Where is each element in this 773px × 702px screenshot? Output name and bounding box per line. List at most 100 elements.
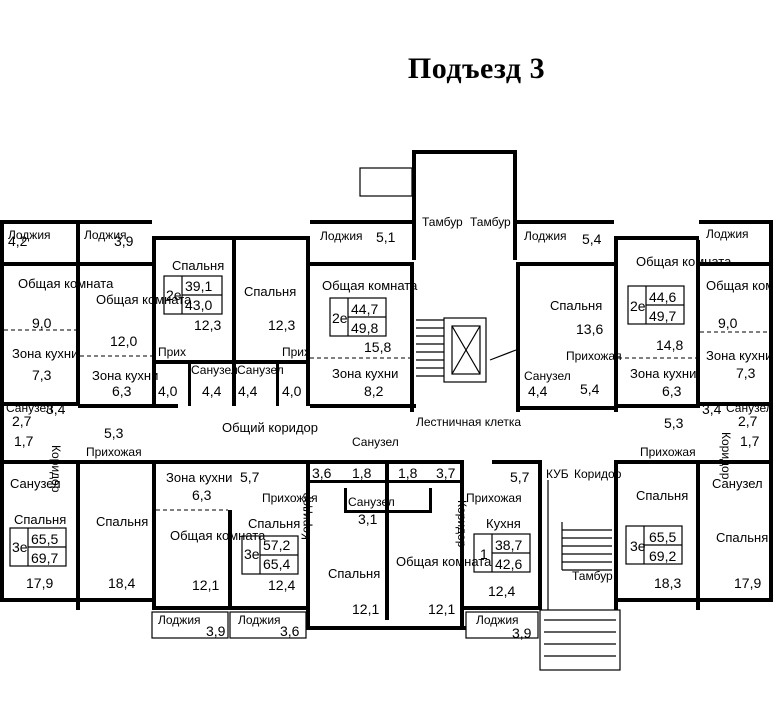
hall-5-label: Прихожая (640, 445, 696, 459)
loggia-g-area: 3,6 (280, 623, 300, 639)
apt-3-rooms: 2е (332, 310, 348, 326)
kitchen-zone-5-label: Зона кухни (706, 348, 772, 363)
apt-6-rooms: 3е (244, 546, 260, 562)
bath-9-label: Санузел (348, 495, 395, 509)
bedroom-6-label: Спальня (636, 488, 688, 503)
bath-8-label: Санузел (352, 435, 399, 449)
apt-5-area1: 65,5 (649, 529, 676, 545)
area-3-7: 3,7 (436, 465, 456, 481)
loggia-f-label: Лоджия (158, 613, 201, 627)
kitchen-zone-1-label: Зона кухни (12, 346, 78, 361)
room-labels: Лоджия 4,2 Лоджия 3,9 Общая комната 9,0 … (6, 215, 773, 641)
apt-1-area1: 65,5 (31, 531, 58, 547)
hall-2-label: Прих (158, 345, 186, 359)
kub-label: КУБ (546, 467, 569, 481)
loggia-a-label: Лоджия (8, 228, 51, 242)
kitchen-zone-3-label: Зона кухни (332, 366, 398, 381)
loggia-d-area: 5,4 (582, 231, 602, 247)
entrance-stairs (539, 480, 621, 671)
kitchen-zone-5-area: 7,3 (736, 365, 756, 381)
hall-1-label: Прихожая (86, 445, 142, 459)
apt-4-area2: 49,7 (649, 308, 676, 324)
loggia-b-area: 3,9 (114, 233, 134, 249)
corridor-v3-label: Коридор (299, 492, 313, 540)
area-1-8-b: 1,8 (398, 465, 418, 481)
common-room-6-label: Общая комната (170, 528, 266, 543)
vestibule-3-label: Тамбур (572, 569, 613, 583)
common-room-4-area: 14,8 (656, 337, 683, 353)
common-room-7-area: 12,1 (428, 601, 455, 617)
common-room-6-area: 12,1 (192, 577, 219, 593)
apt-7-area2: 42,6 (495, 556, 522, 572)
hall-4-label: Прихожая (566, 349, 622, 363)
kitchen-zone-1-area: 7,3 (32, 367, 52, 383)
apt-4-rooms: 2е (630, 298, 646, 314)
apt-1-rooms: 3е (12, 539, 28, 555)
common-room-2-area: 12,0 (110, 333, 137, 349)
loggia-a-area: 4,2 (8, 233, 28, 249)
bedroom-8-label: Спальня (248, 516, 300, 531)
bath-7-label: Санузел (712, 476, 763, 491)
bath-1-area: 2,7 (12, 413, 32, 429)
bath-6-label: Санузел (726, 401, 773, 415)
common-room-3-area: 15,8 (364, 339, 391, 355)
apt-5-area2: 69,2 (649, 548, 676, 564)
bath-6b-area: 1,7 (740, 433, 760, 449)
kitchen-zone-6-area: 6,3 (192, 487, 212, 503)
common-room-5-label: Общая комната (706, 278, 773, 293)
bedroom-8-area: 12,4 (268, 577, 295, 593)
area-5-7-a: 5,7 (240, 469, 260, 485)
bedroom-1-area: 17,9 (26, 575, 53, 591)
apt-6-area1: 57,2 (263, 537, 290, 553)
bath-5-area: 4,4 (528, 383, 548, 399)
bedroom-2-label: Спальня (96, 514, 148, 529)
apt-1-area2: 69,7 (31, 550, 58, 566)
kitchen-area: 12,4 (488, 583, 515, 599)
common-room-5-area: 9,0 (718, 315, 738, 331)
area-4-0-a: 4,0 (158, 383, 178, 399)
apt-3-area2: 49,8 (351, 320, 378, 336)
apt-4-area1: 44,6 (649, 289, 676, 305)
loggia-f-area: 3,9 (206, 623, 226, 639)
walls (0, 150, 773, 639)
bedroom-5-label: Спальня (550, 298, 602, 313)
bedroom-2-area: 18,4 (108, 575, 135, 591)
common-room-7-label: Общая комната (396, 554, 492, 569)
corridor-v2-label: Коридор (719, 432, 733, 480)
area-3-4-right: 3,4 (702, 401, 722, 417)
bath-4-area: 4,4 (238, 383, 258, 399)
bedroom-9-area: 12,1 (352, 601, 379, 617)
hall-7-label: Прихожая (466, 491, 522, 505)
bath-6-area: 2,7 (738, 413, 758, 429)
common-corridor-label: Общий коридор (222, 420, 318, 435)
apt-2-rooms: 2е (166, 287, 182, 303)
loggia-b-label: Лоджия (84, 228, 127, 242)
common-room-4-label: Общая комната (636, 254, 732, 269)
apt-2-area2: 43,0 (185, 297, 212, 313)
corridor-h-label: Коридор (574, 467, 622, 481)
loggia-g-label: Лоджия (238, 613, 281, 627)
bath-4-label: Санузел (237, 363, 284, 377)
bedroom-1-label: Спальня (14, 512, 66, 527)
bath-5-label: Санузел (524, 369, 571, 383)
apt-2-area1: 39,1 (185, 278, 212, 294)
kitchen-zone-3-area: 8,2 (364, 383, 384, 399)
bedroom-7-label: Спальня (716, 530, 768, 545)
bedroom-5-area: 13,6 (576, 321, 603, 337)
hall-4-area: 5,4 (580, 381, 600, 397)
area-4-0-b: 4,0 (282, 383, 302, 399)
kitchen-zone-2-area: 6,3 (112, 383, 132, 399)
apt-6-area2: 65,4 (263, 556, 290, 572)
corridor-v1-label: Коридор (49, 445, 63, 493)
bedroom-3-area: 12,3 (194, 317, 221, 333)
area-5-7-b: 5,7 (510, 469, 530, 485)
vestibule-2-label: Тамбур (470, 215, 511, 229)
kitchen-zone-2-label: Зона кухни (92, 368, 158, 383)
loggia-h-area: 3,9 (512, 625, 532, 641)
area-5-3-left: 5,3 (104, 425, 124, 441)
apt-3-area1: 44,7 (351, 301, 378, 317)
common-room-2-label: Общая комната (96, 292, 192, 307)
kitchen-zone-4-label: Зона кухни (630, 366, 696, 381)
bath-1-label: Санузел (6, 401, 53, 415)
